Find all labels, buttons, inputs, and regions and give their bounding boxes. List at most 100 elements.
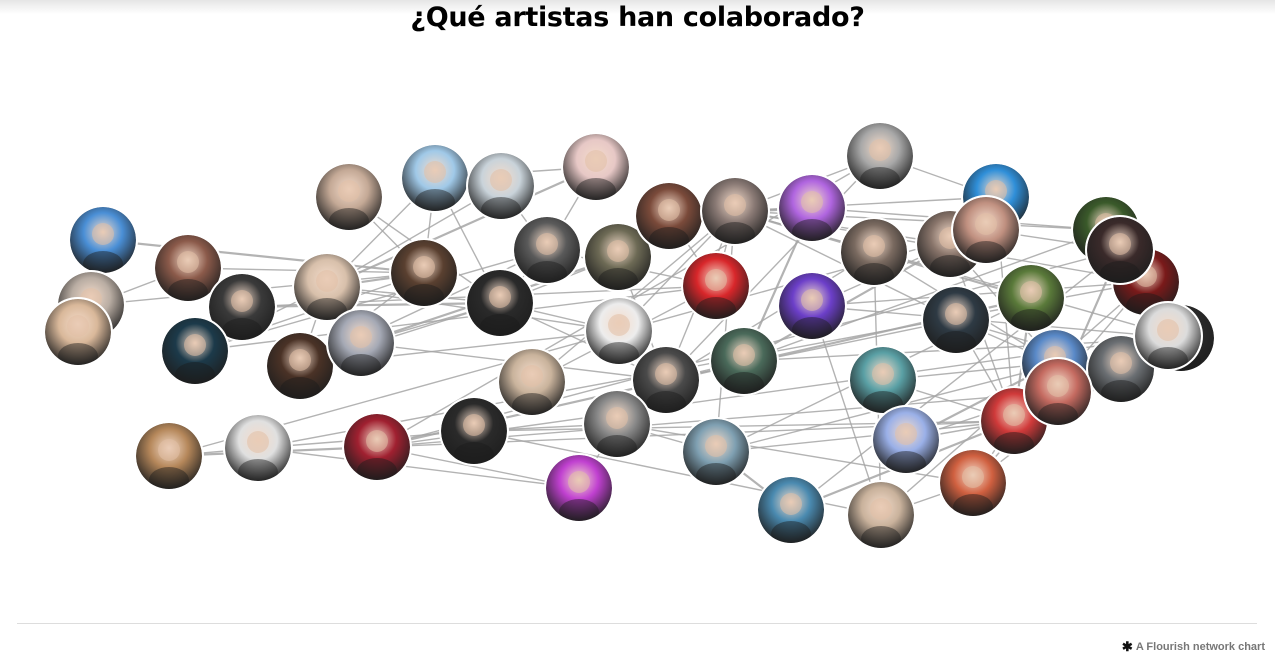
artist-node[interactable]	[207, 272, 277, 344]
node-body-silhouette	[480, 314, 520, 336]
artist-node[interactable]	[400, 143, 470, 215]
artist-node[interactable]	[848, 345, 918, 417]
node-body-silhouette	[953, 494, 993, 516]
node-body-silhouette	[222, 318, 262, 340]
artist-node[interactable]	[465, 268, 535, 340]
node-body-silhouette	[599, 342, 639, 364]
node-face-silhouette	[607, 240, 629, 262]
artist-node[interactable]	[921, 285, 991, 357]
node-body-silhouette	[481, 197, 521, 219]
artist-node[interactable]	[292, 252, 362, 324]
node-face-silhouette	[975, 213, 997, 235]
artist-node[interactable]	[43, 297, 113, 369]
node-body-silhouette	[930, 255, 970, 277]
artist-node[interactable]	[1023, 357, 1093, 429]
node-face-silhouette	[1109, 233, 1131, 255]
artist-node[interactable]	[846, 480, 916, 552]
node-face-silhouette	[1020, 281, 1042, 303]
artist-node[interactable]	[756, 475, 826, 547]
network-link	[665, 251, 875, 381]
node-face-silhouette	[413, 256, 435, 278]
artist-node[interactable]	[582, 389, 652, 461]
node-body-silhouette	[512, 393, 552, 415]
node-face-silhouette	[608, 314, 630, 336]
artist-node[interactable]	[223, 413, 293, 485]
network-link	[326, 165, 597, 289]
node-face-silhouette	[489, 286, 511, 308]
artist-node[interactable]	[845, 121, 915, 193]
artist-node[interactable]	[777, 173, 847, 245]
artist-node[interactable]	[466, 151, 536, 223]
node-body-silhouette	[792, 317, 832, 339]
nodes-layer	[43, 121, 1216, 552]
artist-node[interactable]	[326, 308, 396, 380]
artist-node[interactable]	[439, 396, 509, 468]
node-face-silhouette	[350, 326, 372, 348]
artist-node[interactable]	[681, 251, 751, 323]
node-face-silhouette	[705, 435, 727, 457]
artist-node[interactable]	[583, 222, 653, 294]
node-body-silhouette	[329, 208, 369, 230]
artist-node[interactable]	[544, 453, 614, 525]
artist-node[interactable]	[951, 195, 1021, 267]
flourish-credit-link[interactable]: ✱ A Flourish network chart	[1122, 639, 1265, 655]
artist-node[interactable]	[584, 296, 654, 368]
node-face-silhouette	[247, 431, 269, 453]
artist-node[interactable]	[153, 233, 223, 305]
node-face-silhouette	[945, 303, 967, 325]
node-face-silhouette	[521, 365, 543, 387]
artist-node[interactable]	[634, 181, 704, 253]
network-link	[257, 281, 1147, 449]
node-face-silhouette	[606, 407, 628, 429]
artist-node[interactable]	[938, 448, 1008, 520]
node-body-silhouette	[307, 298, 347, 320]
artist-node[interactable]	[1133, 301, 1203, 373]
artist-node[interactable]	[839, 217, 909, 289]
node-face-silhouette	[724, 194, 746, 216]
node-face-silhouette	[490, 169, 512, 191]
node-face-silhouette	[1047, 375, 1069, 397]
node-face-silhouette	[536, 233, 558, 255]
node-face-silhouette	[1003, 404, 1025, 426]
node-face-silhouette	[733, 344, 755, 366]
node-body-silhouette	[168, 279, 208, 301]
node-face-silhouette	[585, 150, 607, 172]
node-face-silhouette	[1110, 352, 1132, 374]
artist-node[interactable]	[561, 132, 631, 204]
node-body-silhouette	[1011, 309, 1051, 331]
artist-node[interactable]	[871, 405, 941, 477]
node-body-silhouette	[149, 467, 189, 489]
artist-node[interactable]	[134, 421, 204, 493]
node-face-silhouette	[872, 363, 894, 385]
node-body-silhouette	[454, 442, 494, 464]
node-body-silhouette	[646, 391, 686, 413]
artist-node[interactable]	[389, 238, 459, 310]
node-body-silhouette	[597, 435, 637, 457]
node-body-silhouette	[861, 526, 901, 548]
top-shadow	[0, 0, 1275, 14]
node-face-silhouette	[870, 498, 892, 520]
artist-node[interactable]	[68, 205, 138, 277]
artist-node[interactable]	[160, 316, 230, 388]
artist-node[interactable]	[777, 271, 847, 343]
node-body-silhouette	[1101, 380, 1141, 402]
artist-node[interactable]	[1085, 215, 1155, 287]
node-face-silhouette	[962, 466, 984, 488]
artist-node[interactable]	[314, 162, 384, 234]
network-link	[734, 196, 997, 212]
node-body-silhouette	[527, 261, 567, 283]
artist-node[interactable]	[631, 345, 701, 417]
network-link	[531, 210, 736, 383]
node-body-silhouette	[854, 263, 894, 285]
node-face-silhouette	[424, 161, 446, 183]
node-body-silhouette	[724, 372, 764, 394]
artist-node[interactable]	[681, 417, 751, 489]
artist-node[interactable]	[709, 326, 779, 398]
artist-node[interactable]	[700, 176, 770, 248]
artist-node[interactable]	[265, 331, 335, 403]
node-body-silhouette	[415, 189, 455, 211]
artist-node[interactable]	[342, 412, 412, 484]
artist-node[interactable]	[512, 215, 582, 287]
artist-node[interactable]	[996, 263, 1066, 335]
artist-node[interactable]	[497, 347, 567, 419]
